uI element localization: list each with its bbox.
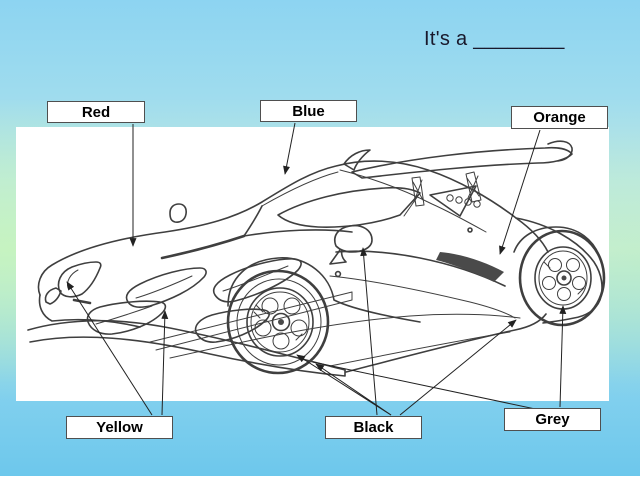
label-orange[interactable]: Orange <box>511 106 608 129</box>
rear-wheel <box>518 229 606 327</box>
label-black[interactable]: Black <box>325 416 422 439</box>
label-yellow[interactable]: Yellow <box>66 416 173 439</box>
windows <box>277 185 481 228</box>
slide-bottom-border <box>0 476 640 480</box>
label-red-text: Red <box>81 103 111 121</box>
label-blue[interactable]: Blue <box>260 100 357 122</box>
label-yellow-text: Yellow <box>96 419 143 436</box>
label-grey-text: Grey <box>535 411 570 428</box>
rear-wing <box>343 140 573 207</box>
label-blue-text: Blue <box>292 102 325 120</box>
label-grey[interactable]: Grey <box>504 408 601 431</box>
front-wheel <box>226 269 330 375</box>
car-line-drawing <box>27 140 606 377</box>
label-black-text: Black <box>353 419 394 436</box>
headlight <box>44 261 102 305</box>
slide-title: It's a ________ <box>424 28 565 50</box>
label-red[interactable]: Red <box>47 101 145 123</box>
label-orange-text: Orange <box>533 109 586 126</box>
